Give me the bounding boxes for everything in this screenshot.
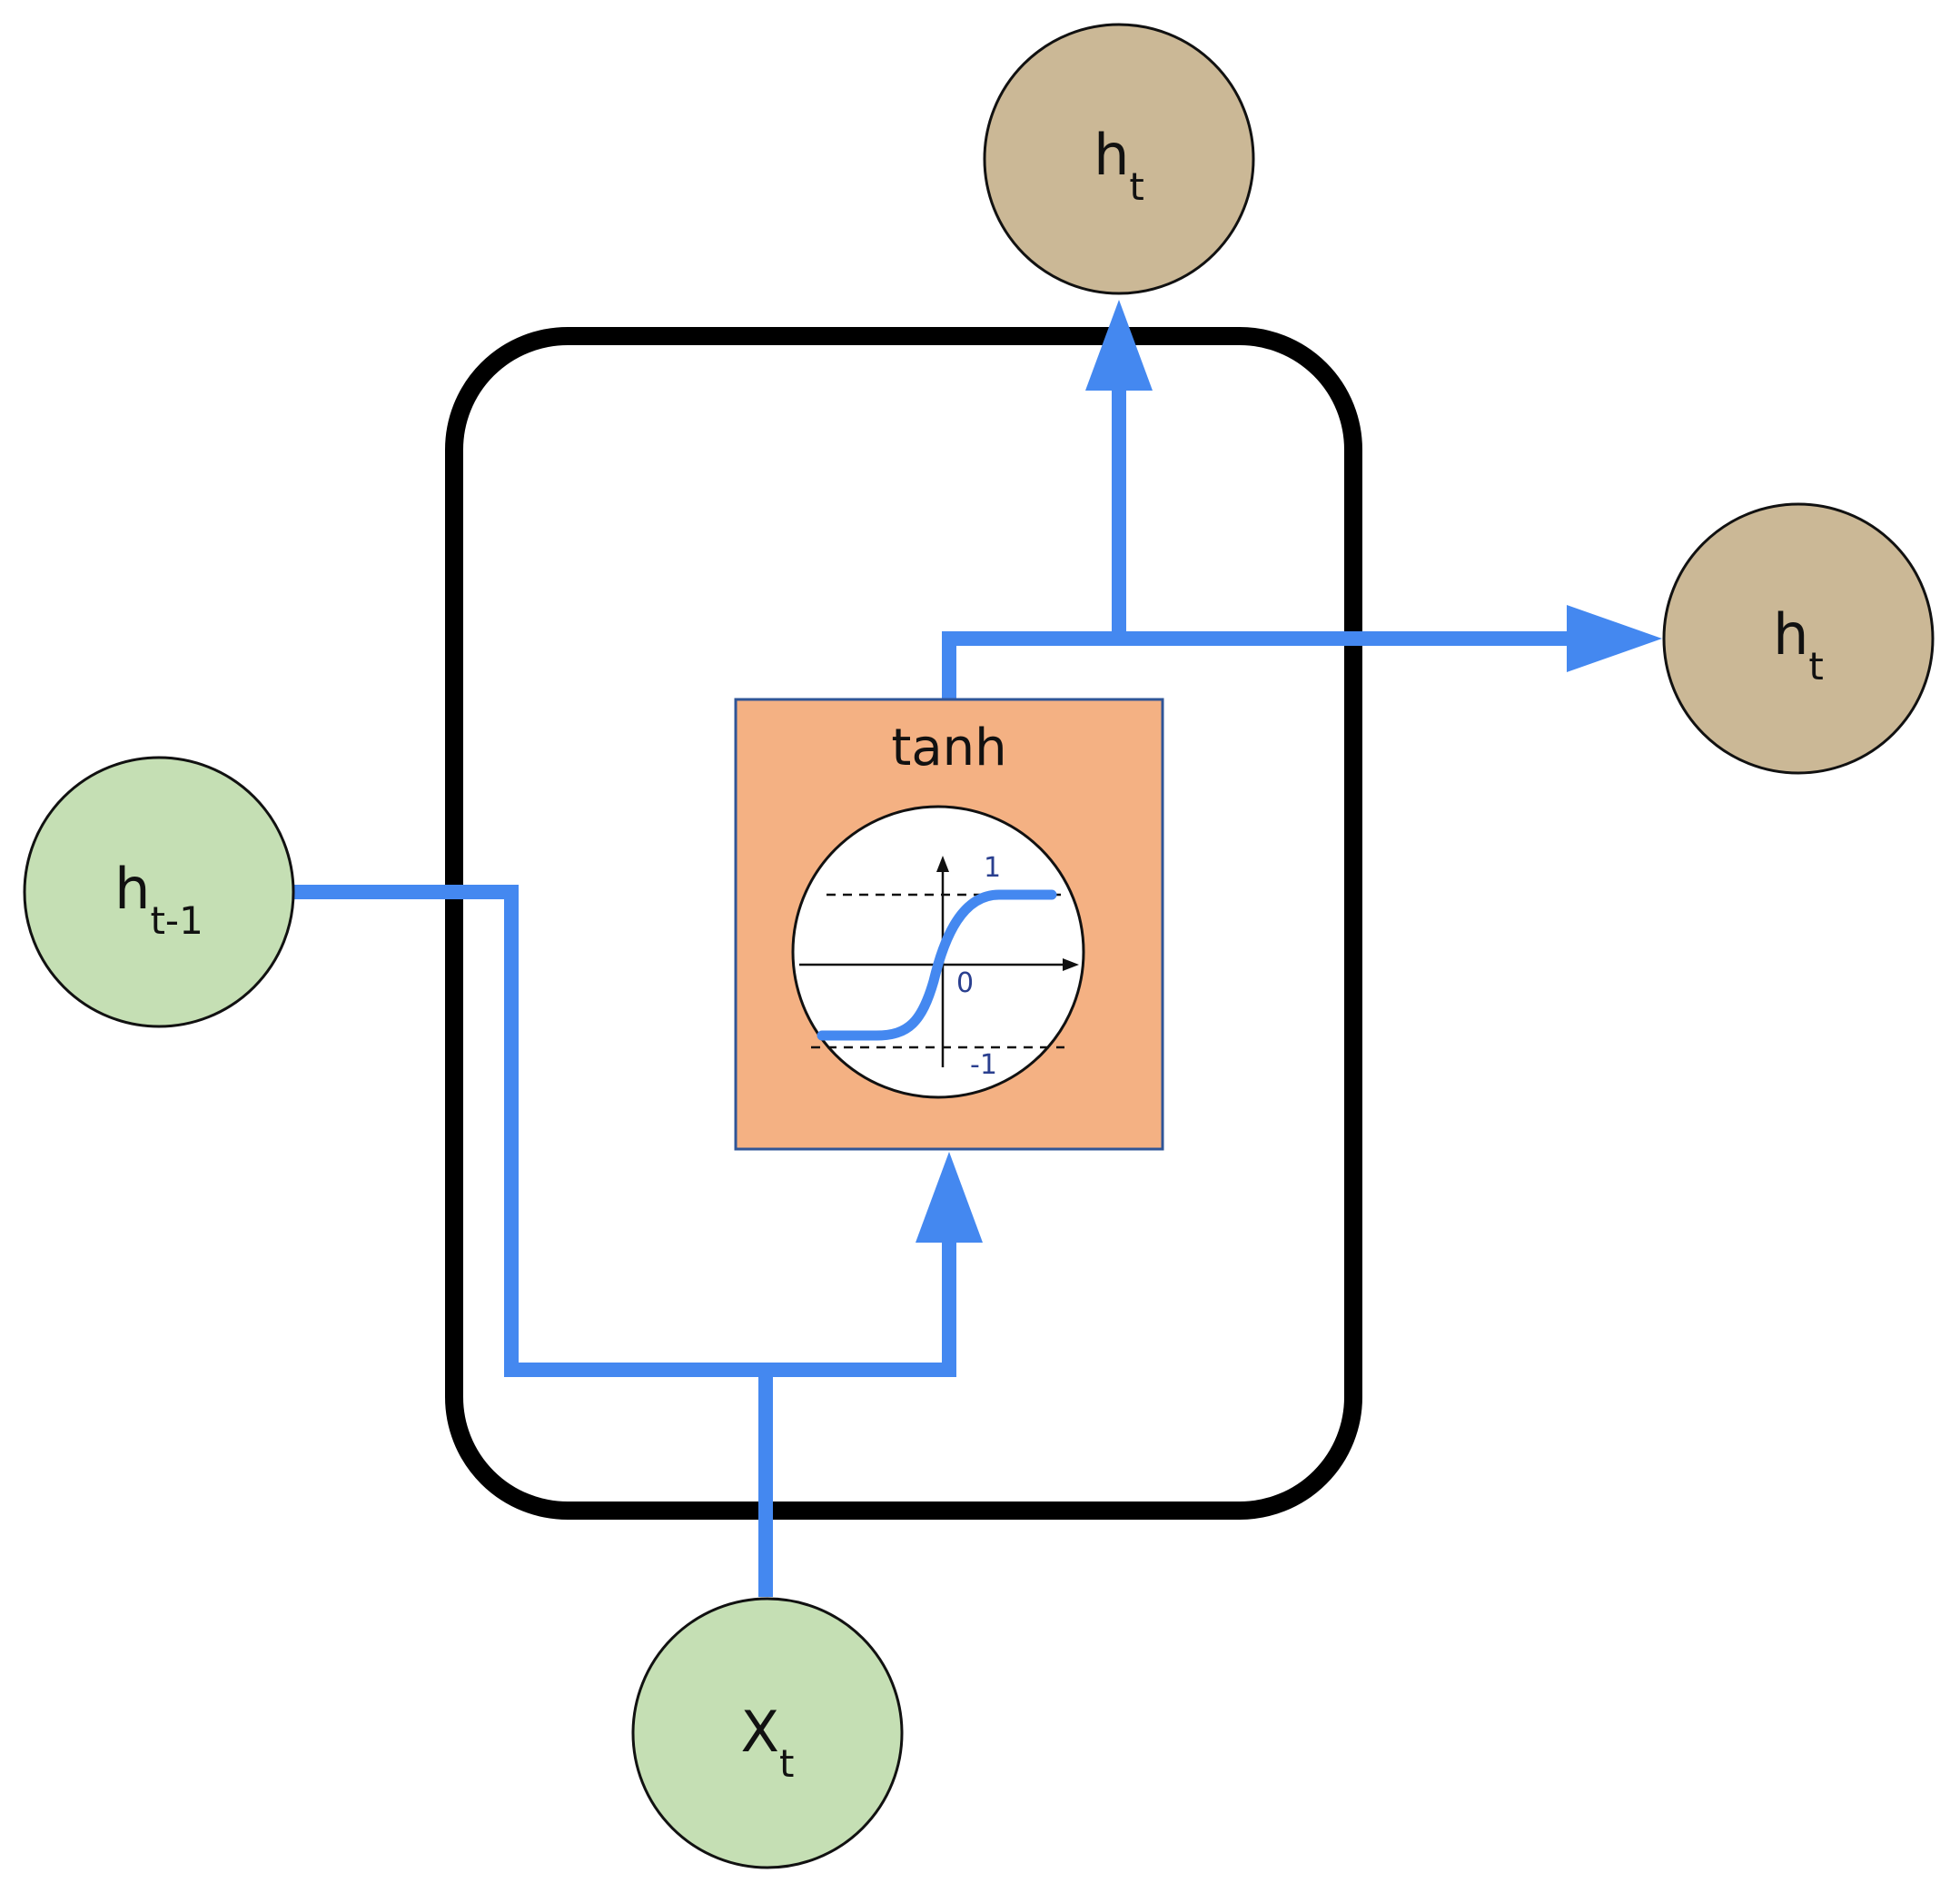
node-h-out-right-circle: [1662, 502, 1935, 775]
arrowhead-right: [1567, 605, 1662, 672]
arrow-tanh-out-path: [942, 631, 1571, 699]
node-xt-label: Xt: [741, 1699, 795, 1786]
arrowhead-into-tanh: [916, 1152, 983, 1243]
node-h-out-right-label: ht: [1773, 601, 1824, 689]
x-axis-arrow-icon: [1063, 958, 1079, 971]
node-xt: Xt: [631, 1597, 904, 1869]
tick-label-lower: -1: [970, 1049, 997, 1081]
tick-label-origin: 0: [956, 967, 974, 999]
node-h-out-top-sub: t: [1129, 164, 1143, 209]
node-h-out-top: ht: [983, 23, 1255, 295]
node-h-prev-label: ht-1: [114, 856, 203, 943]
node-xt-circle: [631, 1597, 904, 1869]
rnn-cell-box: [445, 327, 1362, 1520]
node-h-out-top-circle: [983, 23, 1255, 295]
node-h-out-top-base: h: [1094, 122, 1129, 188]
arrowhead-up: [1085, 300, 1153, 391]
y-axis-arrow-icon: [936, 856, 949, 872]
node-h-out-right-sub: t: [1808, 644, 1823, 689]
node-xt-base: X: [741, 1699, 779, 1765]
node-h-prev-sub: t-1: [150, 898, 203, 943]
node-h-prev: ht-1: [23, 756, 295, 1028]
tanh-label: tanh: [891, 719, 1006, 778]
arrow-h-prev-path: [292, 885, 956, 1377]
node-h-out-top-label: ht: [1094, 122, 1144, 209]
node-h-out-right: ht: [1662, 502, 1935, 775]
node-h-prev-base: h: [114, 856, 150, 922]
tanh-graph: 1 0 -1: [791, 805, 1085, 1099]
node-xt-sub: t: [779, 1741, 794, 1786]
node-h-out-right-base: h: [1773, 601, 1808, 668]
node-h-prev-circle: [23, 756, 295, 1028]
tanh-curve: [817, 889, 1057, 1041]
flow-lines: [292, 386, 1571, 1597]
tick-label-upper: 1: [984, 852, 1001, 884]
